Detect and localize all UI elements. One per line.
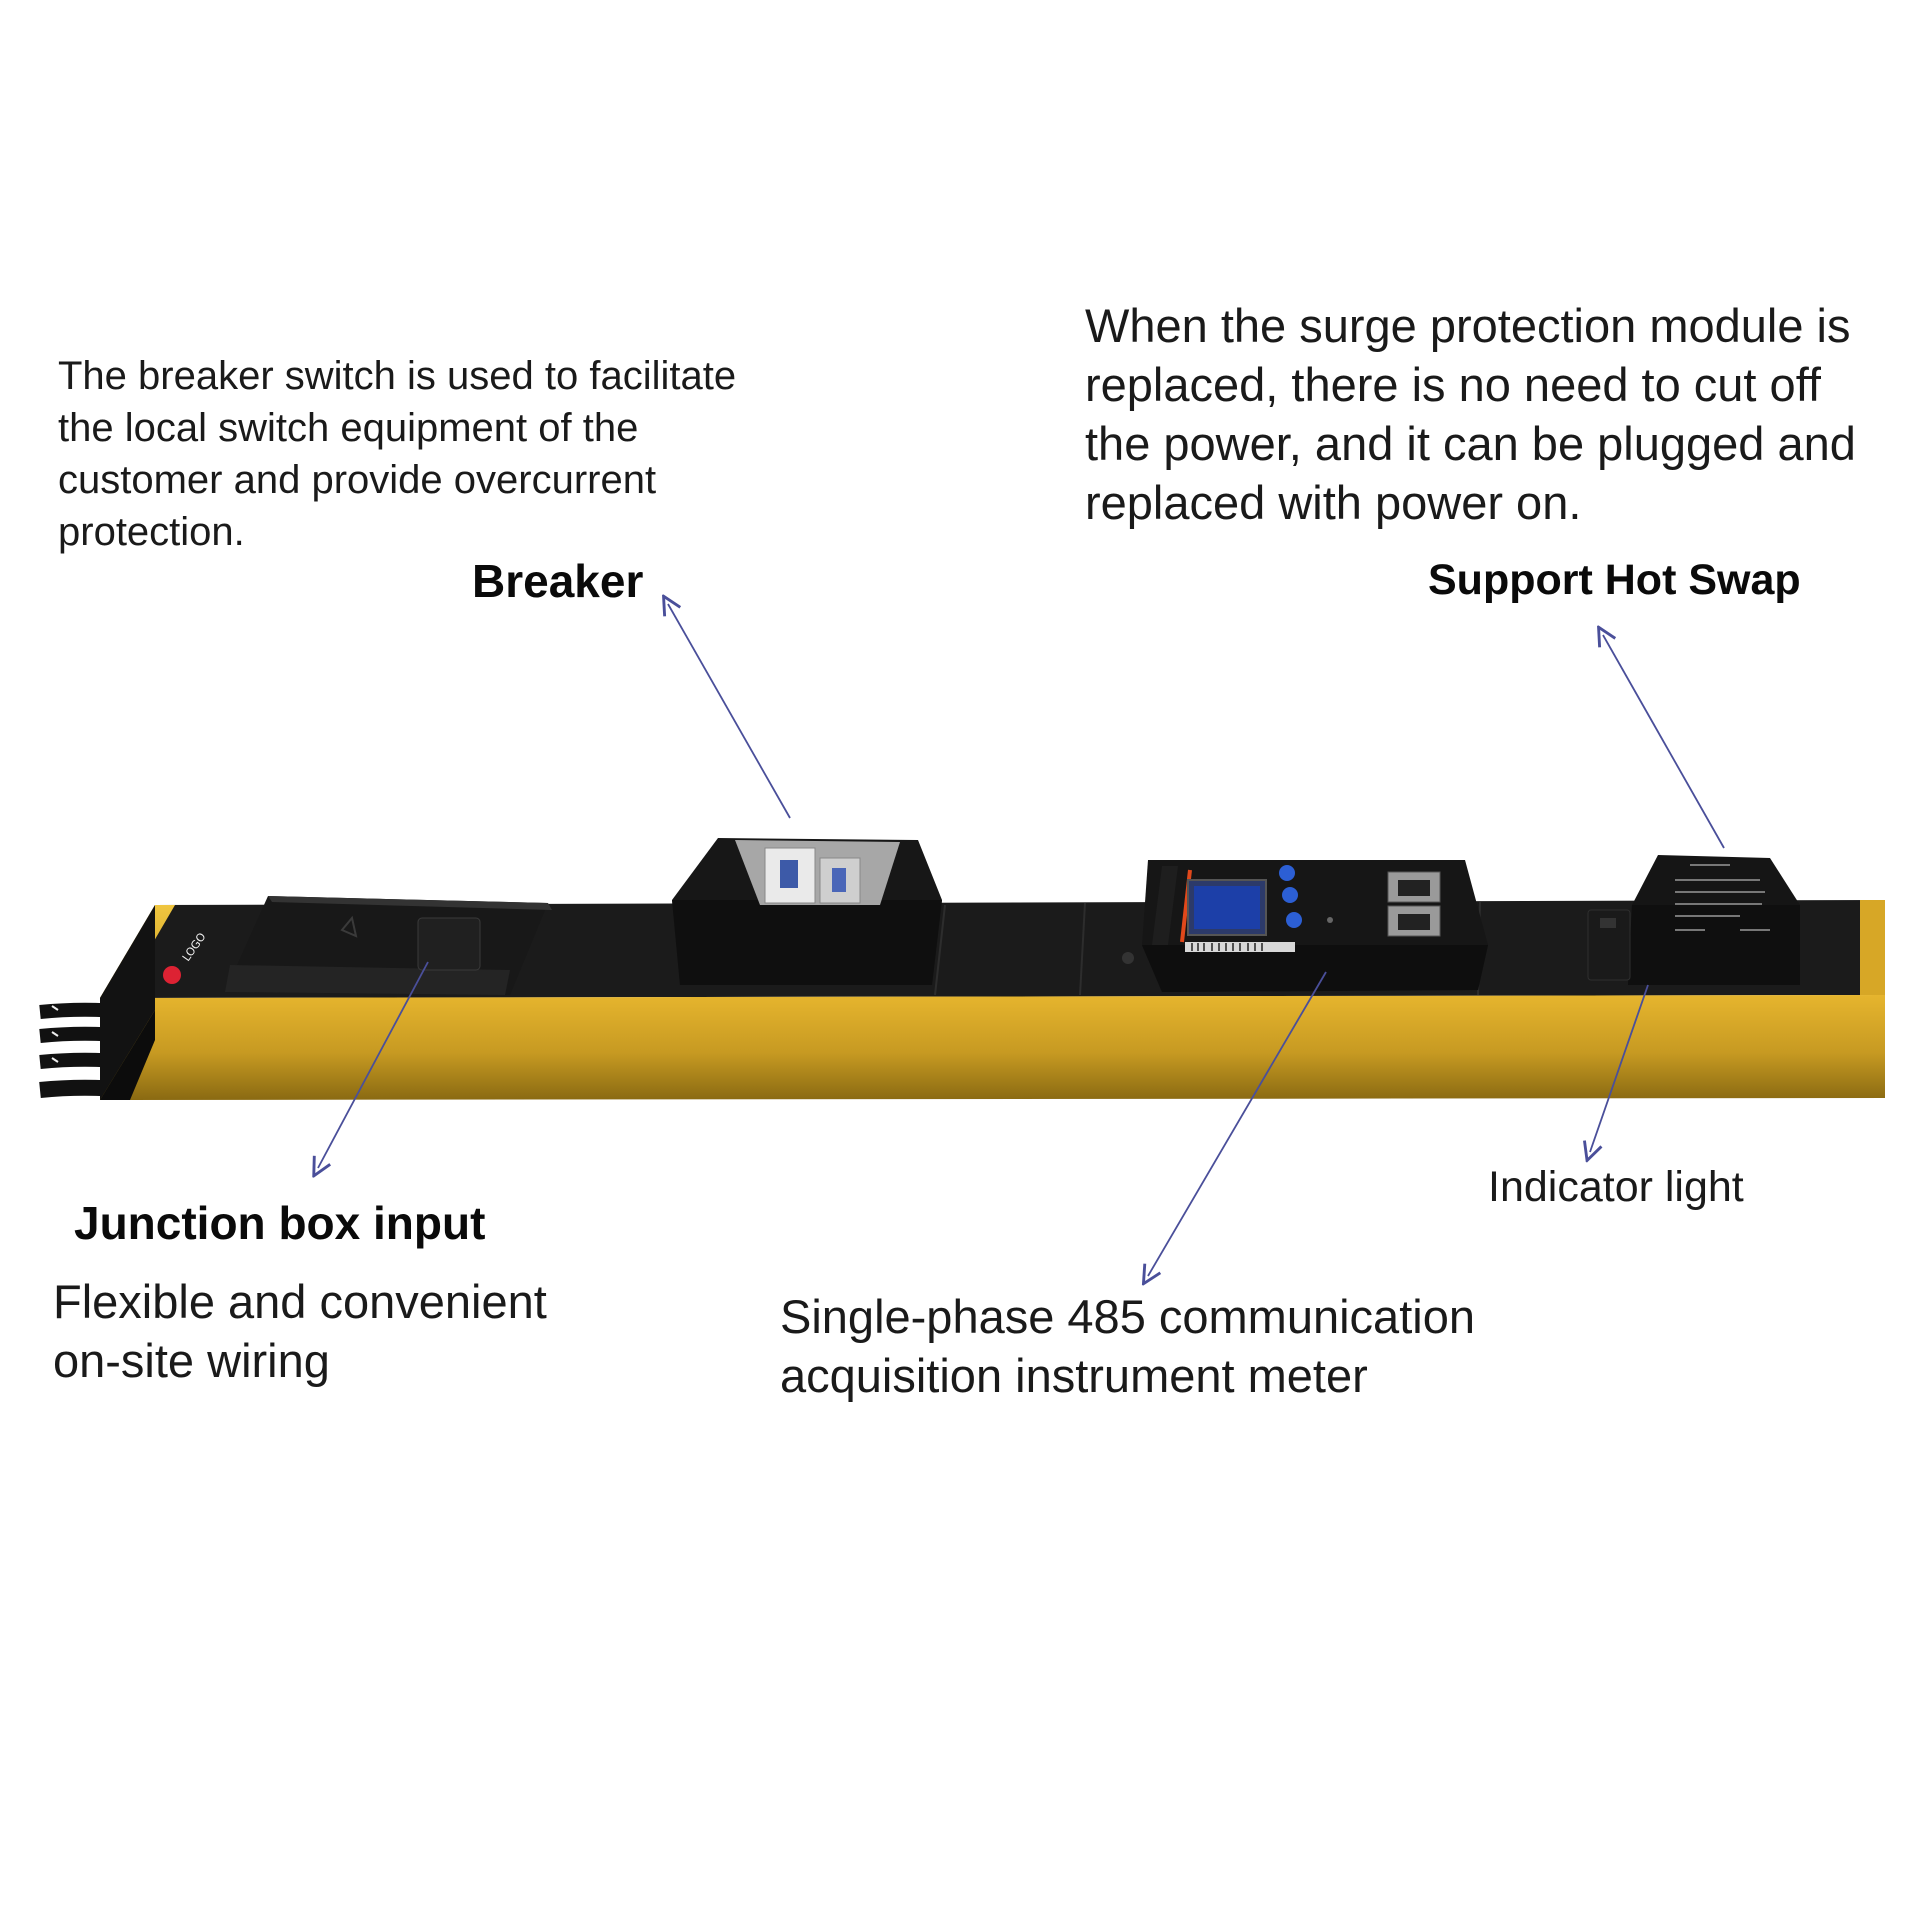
breaker-description: The breaker switch is used to facilitate… [58, 350, 736, 558]
junction-box-cover [225, 896, 552, 995]
hot-swap-description: When the surge protection module is repl… [1085, 296, 1856, 532]
hot-swap-arrow [1603, 635, 1725, 849]
breaker-description-line: the local switch equipment of the [58, 406, 639, 450]
breaker-description-line: customer and provide overcurrent [58, 458, 657, 502]
meter-description-line: Single-phase 485 communication [780, 1290, 1475, 1343]
junction-description-line: on-site wiring [53, 1334, 330, 1387]
hot-swap-label: Support Hot Swap [1428, 556, 1801, 604]
junction-description: Flexible and convenient on-site wiring [53, 1272, 547, 1390]
breaker-module [672, 838, 942, 985]
meter-arrow [1148, 971, 1327, 1276]
breaker-label: Breaker [472, 555, 644, 607]
hot-swap-description-line: replaced with power on. [1085, 476, 1582, 529]
junction-arrow [318, 961, 429, 1168]
meter-description: Single-phase 485 communication acquisiti… [780, 1287, 1475, 1405]
breaker-description-line: protection. [58, 510, 245, 554]
breaker-arrow [668, 604, 791, 819]
surge-protection-module [1587, 855, 1800, 985]
hot-swap-description-line: When the surge protection module is [1085, 299, 1851, 352]
hot-swap-description-line: the power, and it can be plugged and [1085, 417, 1856, 470]
junction-box-label: Junction box input [74, 1197, 486, 1249]
meter-module [1142, 860, 1488, 992]
meter-description-line: acquisition instrument meter [780, 1349, 1368, 1402]
breaker-description-line: The breaker switch is used to facilitate [58, 354, 737, 398]
junction-description-line: Flexible and convenient [53, 1275, 547, 1328]
indicator-arrow [1590, 984, 1649, 1152]
hot-swap-description-line: replaced, there is no need to cut off [1085, 358, 1821, 411]
indicator-light-label: Indicator light [1488, 1163, 1744, 1211]
